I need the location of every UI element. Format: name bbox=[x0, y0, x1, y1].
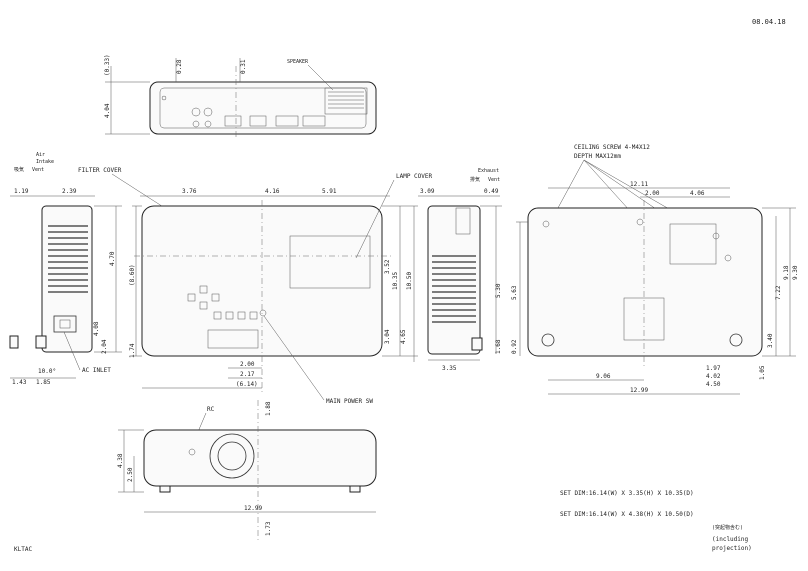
dim-side-470: 4.70 bbox=[109, 251, 116, 266]
dim-front-200: 2.00 bbox=[240, 361, 255, 368]
dim-side-119: 1.19 bbox=[14, 188, 29, 195]
dim-rside-530: 5.30 bbox=[495, 283, 502, 298]
rear-view: RC 1.88 4.38 2.50 12.99 1.73 bbox=[117, 400, 377, 540]
dim-rside-168: 1.68 bbox=[495, 339, 502, 354]
dim-rear-188: 1.88 bbox=[265, 401, 272, 416]
dim-bot-402: 4.02 bbox=[706, 373, 721, 380]
dim-bot-197: 1.97 bbox=[706, 365, 721, 372]
label-air-intake-jp: 吸気 bbox=[14, 166, 24, 173]
dim-bot-092: 0.92 bbox=[511, 339, 518, 354]
label-exhaust-jp: 排気 bbox=[470, 176, 480, 183]
dim-front-416: 4.16 bbox=[265, 188, 280, 195]
drawing-code: KLTAC bbox=[14, 546, 32, 553]
dim-bot-200: 2.00 bbox=[645, 190, 660, 197]
dim-front-217: 2.17 bbox=[240, 371, 255, 378]
dim-bot-1211: 12.11 bbox=[630, 181, 648, 188]
label-air-intake-1: Air bbox=[36, 152, 45, 158]
label-exhaust-1: Exhaust bbox=[478, 168, 499, 174]
dim-front-352: 3.52 bbox=[384, 259, 391, 274]
label-exhaust-2: Vent bbox=[488, 177, 500, 183]
dim-bot-450: 4.50 bbox=[706, 381, 721, 388]
dim-top-028: 0.28 bbox=[176, 59, 183, 74]
control-buttons bbox=[187, 285, 267, 320]
including-2: projection) bbox=[712, 545, 752, 552]
dim-front-376: 3.76 bbox=[182, 188, 197, 195]
right-exhaust-grille bbox=[432, 255, 476, 323]
dim-side-185: 1.85 bbox=[36, 379, 51, 386]
dim-side-204: 2.04 bbox=[101, 339, 108, 354]
label-main-power-sw: MAIN POWER SW bbox=[326, 398, 373, 405]
dim-front-1035: 10.35 bbox=[392, 272, 399, 290]
set-dim-2: SET DIM:16.14(W) X 4.38(H) X 10.50(D) bbox=[560, 511, 694, 518]
dim-bot-930: 9.30 bbox=[792, 265, 799, 280]
dim-rear-438: 4.38 bbox=[117, 453, 124, 468]
dim-bot-906: 9.06 bbox=[596, 373, 611, 380]
speaker-grille bbox=[328, 91, 364, 109]
label-speaker: SPEAKER bbox=[287, 59, 309, 65]
label-air-intake-3: Vent bbox=[32, 167, 44, 173]
label-ac-inlet: AC INLET bbox=[82, 367, 111, 374]
drawing-date: 08.04.18 bbox=[752, 18, 786, 26]
dim-top-033: (0.33) bbox=[104, 54, 111, 76]
dim-rside-309: 3.09 bbox=[420, 188, 435, 195]
set-dimensions-notes: SET DIM:16.14(W) X 3.35(H) X 10.35(D) SE… bbox=[560, 490, 752, 552]
dim-side-100: 10.0° bbox=[38, 368, 56, 375]
dim-bot-563: 5.63 bbox=[511, 285, 518, 300]
dim-bot-105: 1.05 bbox=[759, 365, 766, 380]
dim-top-031: 0.31 bbox=[240, 59, 247, 74]
label-depth: DEPTH MAX12mm bbox=[574, 153, 621, 160]
main-power-switch bbox=[259, 309, 267, 317]
dim-front-860: (8.60) bbox=[129, 264, 136, 286]
dim-front-1050: 10.50 bbox=[406, 272, 413, 290]
label-air-intake-2: Intake bbox=[36, 159, 54, 165]
dim-front-304: 3.04 bbox=[384, 329, 391, 344]
dim-front-614: (6.14) bbox=[236, 381, 258, 388]
label-filter-cover: FILTER COVER bbox=[78, 167, 122, 174]
dim-front-465: 4.65 bbox=[400, 329, 407, 344]
bottom-view: CEILING SCREW 4-M4X12 DEPTH MAX12mm 12.1… bbox=[511, 144, 799, 395]
including-jp: (突起物含む) bbox=[712, 524, 743, 531]
label-rc: RC bbox=[207, 406, 215, 413]
top-view: (0.33) 4.04 0.28 0.31 SPEAKER bbox=[104, 54, 377, 140]
dim-bot-722: 7.22 bbox=[775, 285, 782, 300]
dim-front-174: 1.74 bbox=[129, 343, 136, 358]
set-dim-1: SET DIM:16.14(W) X 3.35(H) X 10.35(D) bbox=[560, 490, 694, 497]
dim-bot-918: 9.18 bbox=[783, 265, 790, 280]
right-side-view: 3.09 0.49 Exhaust 排気 Vent 5.30 1.68 3.35 bbox=[418, 168, 502, 372]
ac-inlet bbox=[53, 315, 77, 333]
dim-bot-406: 4.06 bbox=[690, 190, 705, 197]
dim-rear-173: 1.73 bbox=[265, 521, 272, 536]
dim-bot-1299: 12.99 bbox=[630, 387, 648, 394]
dim-top-404: 4.04 bbox=[104, 103, 111, 118]
label-lamp-cover: LAMP COVER bbox=[396, 173, 433, 180]
including-1: (including bbox=[712, 536, 749, 543]
dim-side-239: 2.39 bbox=[62, 188, 77, 195]
left-intake-grille bbox=[48, 225, 88, 293]
dim-side-408: 4.08 bbox=[93, 321, 100, 336]
dim-side-143: 1.43 bbox=[12, 379, 27, 386]
dim-front-591: 5.91 bbox=[322, 188, 337, 195]
dim-rear-250: 2.50 bbox=[127, 467, 134, 482]
label-ceiling-screw: CEILING SCREW 4-M4X12 bbox=[574, 144, 650, 151]
front-view: FILTER COVER 3.76 4.16 5.91 LAMP COVER 3… bbox=[78, 167, 433, 405]
dim-rside-335: 3.35 bbox=[442, 365, 457, 372]
dim-rside-049: 0.49 bbox=[484, 188, 499, 195]
dim-bot-340: 3.40 bbox=[767, 333, 774, 348]
left-side-view: Air Intake 吸気 Vent 1.19 2.39 4.70 4.08 2… bbox=[9, 152, 122, 386]
dim-rear-1299: 12.99 bbox=[244, 505, 262, 512]
